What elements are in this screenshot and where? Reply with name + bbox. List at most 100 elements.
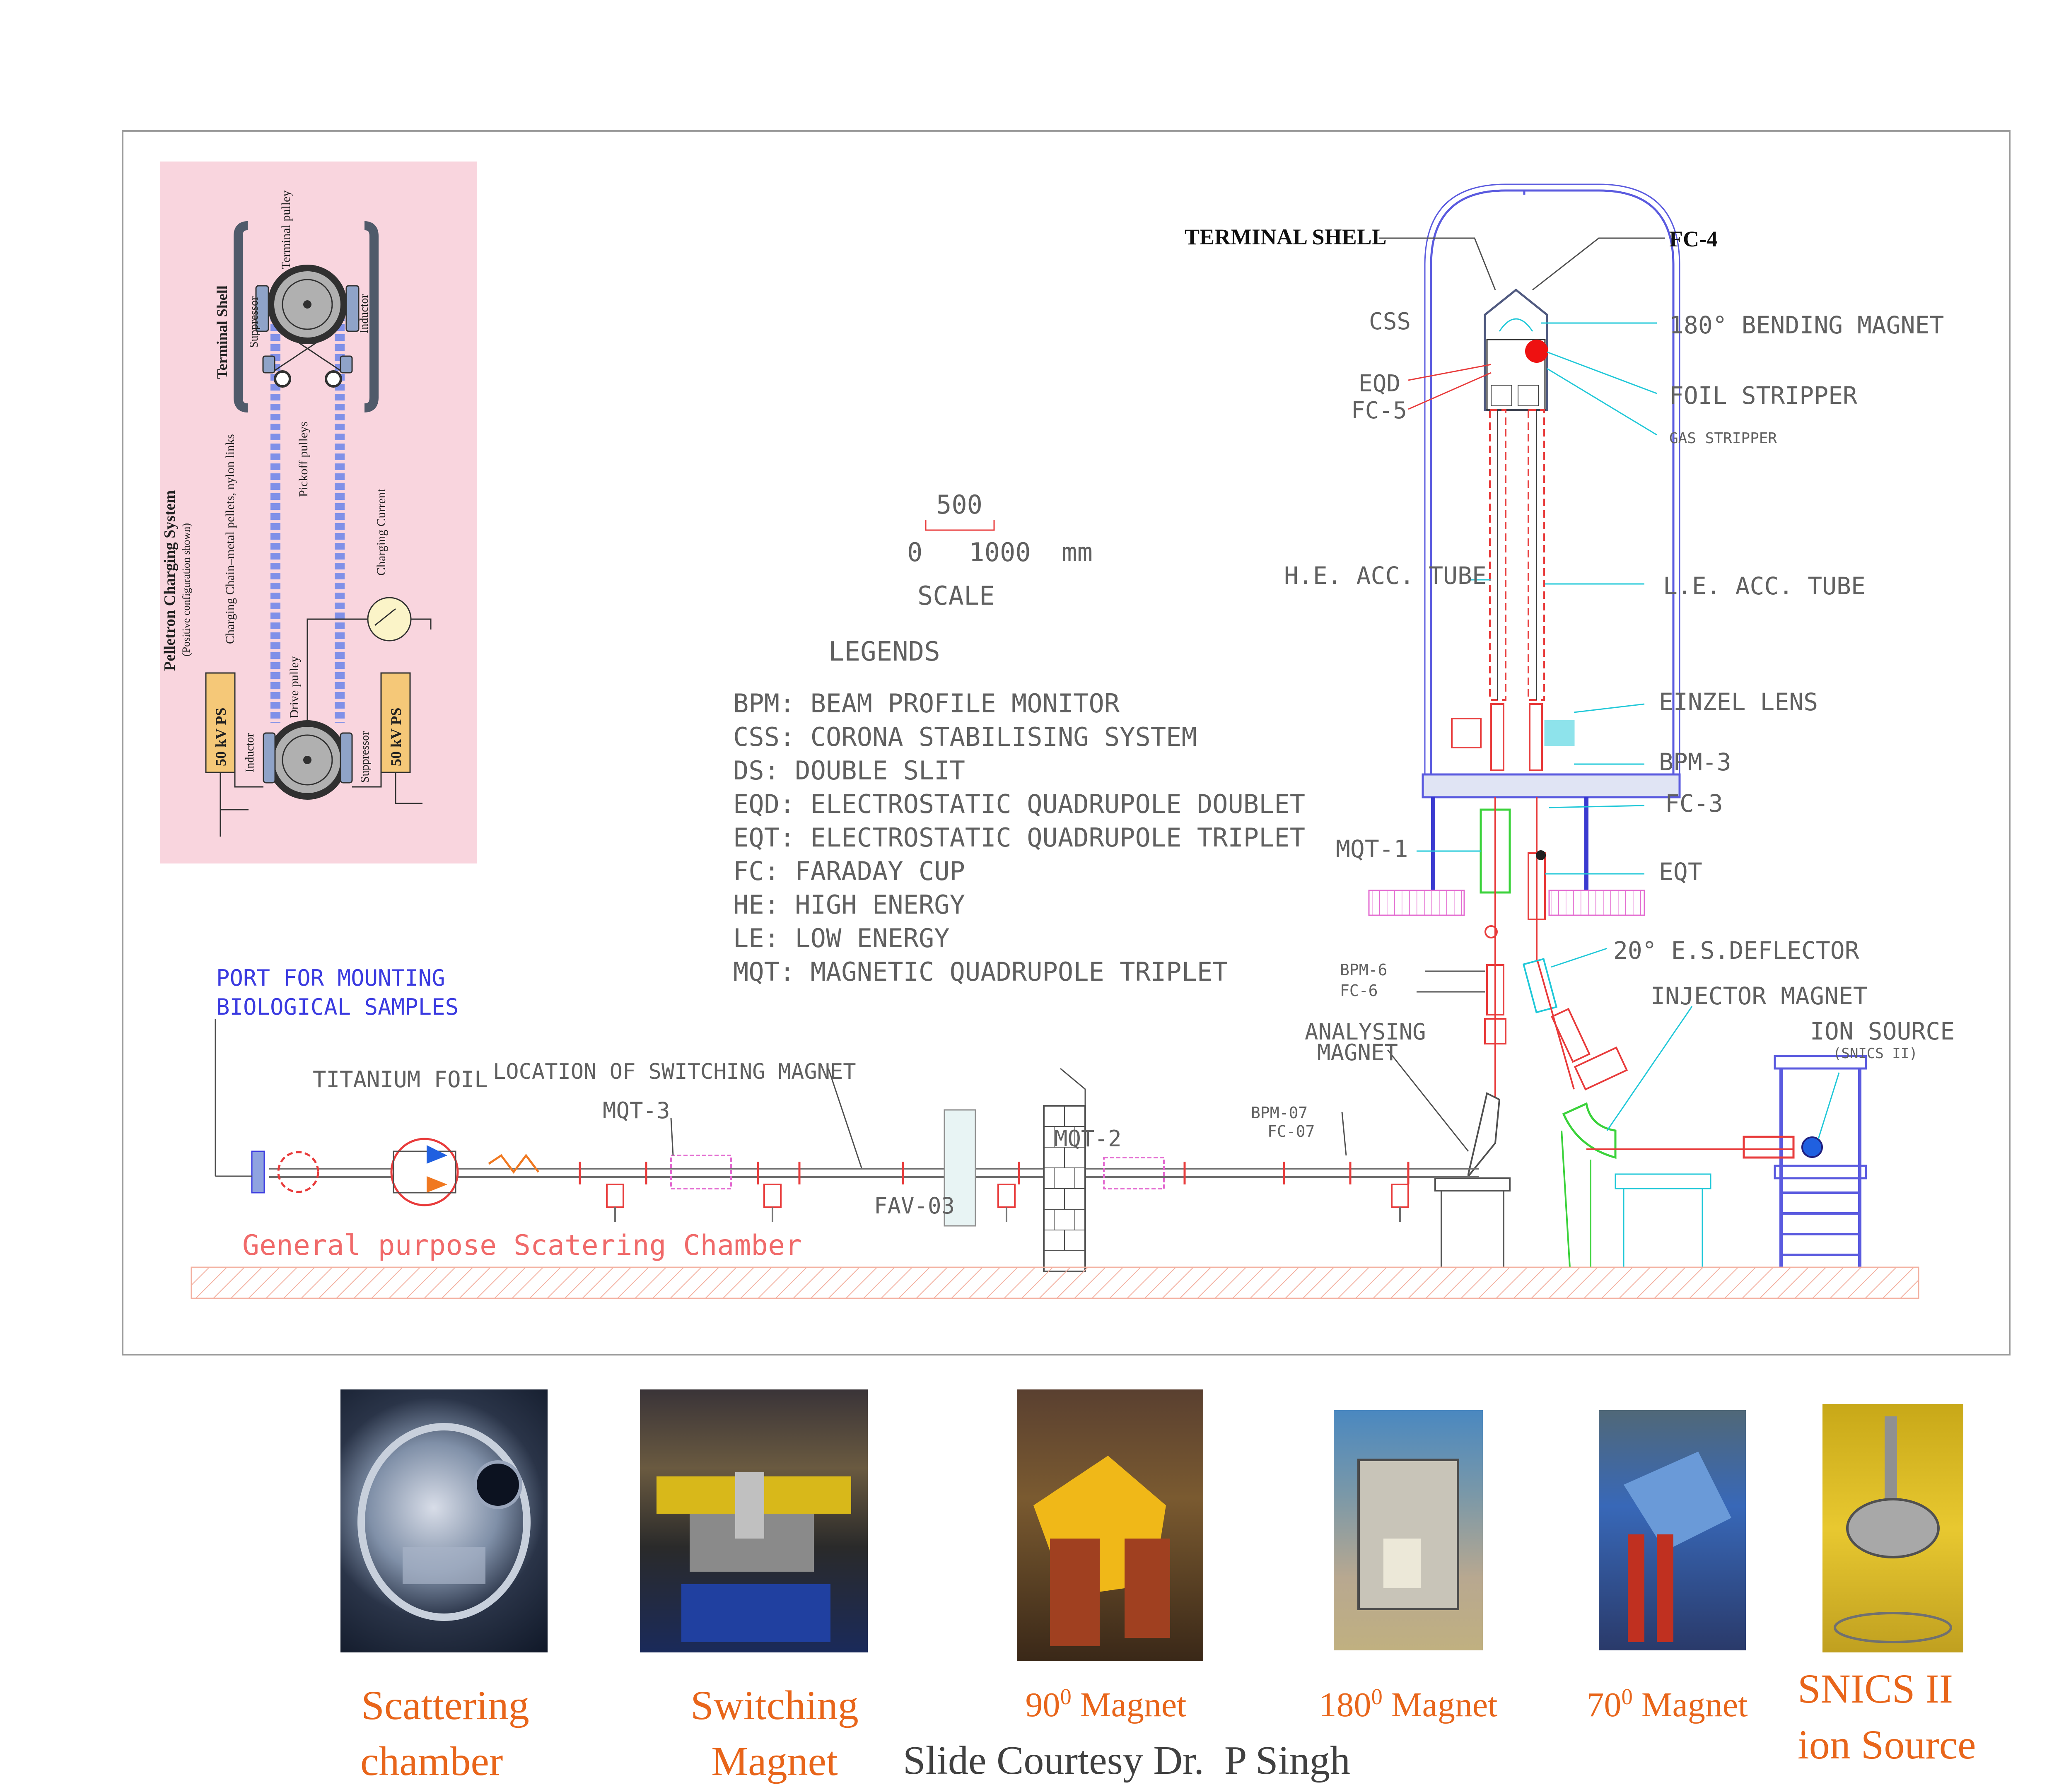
label-fc5: FC-5 xyxy=(1351,397,1407,424)
label-bpm3: BPM-3 xyxy=(1659,748,1731,776)
inset-inductor-bottom: Inductor xyxy=(244,733,256,772)
180-degree-magnet-photo xyxy=(1334,1410,1483,1650)
pelletron-inset: Pelletron Charging System (Positive conf… xyxy=(160,162,477,863)
caption-180-magnet: 1800 Magnet xyxy=(1305,1683,1512,1725)
caption-text: 70 xyxy=(1586,1686,1622,1724)
label-injector-magnet: INJECTOR MAGNET xyxy=(1651,982,1868,1010)
scattering-chamber-icon xyxy=(357,1423,531,1621)
caption-scattering-chamber: Scattering chamber xyxy=(327,1677,563,1789)
legend-item: LE: LOW ENERGY xyxy=(733,923,950,953)
label-mqt1: MQT-1 xyxy=(1336,835,1408,863)
mqt3-magnet-icon xyxy=(670,1155,732,1189)
legend-item: HE: HIGH ENERGY xyxy=(733,890,965,920)
scale-label: SCALE xyxy=(917,581,995,611)
slide-credit: Slide Courtesy Dr. P Singh xyxy=(903,1738,1350,1783)
caption-line-2: ion Source xyxy=(1798,1722,1976,1768)
caption-90-magnet: 900 Magnet xyxy=(1002,1683,1209,1725)
label-ion-source: ION SOURCE xyxy=(1810,1017,1955,1045)
label-analysing-magnet-1: ANALYSING xyxy=(1305,1019,1426,1045)
label-bpm07: BPM-07 xyxy=(1251,1104,1308,1122)
inset-charging-chain: Charging Chain–metal pellets, nylon link… xyxy=(223,434,237,644)
label-foil-stripper: FOIL STRIPPER xyxy=(1669,381,1857,410)
inset-terminal-shell: Terminal Shell xyxy=(214,285,230,379)
legend-item: FC: FARADAY CUP xyxy=(733,856,965,886)
legend-item: BPM: BEAM PROFILE MONITOR xyxy=(733,688,1120,719)
injector-magnet-icon xyxy=(1624,1452,1731,1642)
label-mqt2: MQT-2 xyxy=(1054,1126,1122,1152)
label-fc07: FC-07 xyxy=(1267,1122,1315,1141)
label-fc6: FC-6 xyxy=(1340,982,1378,1000)
scale-mid-value: 500 xyxy=(936,490,982,520)
mqt2-magnet-icon xyxy=(1103,1157,1165,1189)
caption-text: 90 xyxy=(1025,1686,1060,1724)
caption-text: Magnet xyxy=(1382,1686,1498,1724)
label-snics: (SNICS II) xyxy=(1833,1045,1918,1062)
terminal-magnet-icon xyxy=(1357,1459,1459,1610)
label-fc3: FC-3 xyxy=(1665,789,1723,818)
label-titanium-foil: TITANIUM FOIL xyxy=(313,1066,488,1093)
label-mqt3: MQT-3 xyxy=(603,1097,670,1124)
magnet-assembly-icon xyxy=(657,1472,851,1642)
caption-line-1: Scattering xyxy=(361,1682,529,1728)
legend-item: EQT: ELECTROSTATIC QUADRUPOLE TRIPLET xyxy=(733,822,1305,853)
label-he-tube: H.E. ACC. TUBE xyxy=(1284,562,1487,590)
caption-snics: SNICS II ion Source xyxy=(1798,1661,1996,1773)
scattering-chamber-icon xyxy=(390,1138,459,1206)
label-port: PORT FOR MOUNTING xyxy=(216,965,445,991)
ion-source-stand xyxy=(1743,1055,1867,1267)
pickoff-pulley-icon xyxy=(325,370,342,388)
ammeter-icon xyxy=(367,597,412,642)
label-le-tube: L.E. ACC. TUBE xyxy=(1663,572,1866,600)
inset-suppressor-bottom: Suppressor xyxy=(359,731,372,783)
scale-block: 500 0 1000 mm SCALE xyxy=(907,490,1093,611)
snics-ion-source-photo xyxy=(1822,1404,1963,1652)
beamline xyxy=(215,1019,1793,1272)
label-fc4: FC-4 xyxy=(1669,227,1718,251)
caption-line-2: chamber xyxy=(360,1738,503,1784)
caption-70-magnet: 700 Magnet xyxy=(1564,1683,1771,1725)
90-degree-magnet-photo xyxy=(1017,1389,1203,1661)
analysing-magnet-icon xyxy=(1468,1092,1501,1179)
label-es-deflector: 20° E.S.DEFLECTOR xyxy=(1613,936,1859,965)
diagram-frame xyxy=(122,130,2011,1355)
label-bpm6: BPM-6 xyxy=(1340,961,1387,979)
label-eqt: EQT xyxy=(1659,858,1702,886)
caption-switching-magnet: Switching Magnet xyxy=(690,1682,859,1784)
label-gas-stripper: GAS STRIPPER xyxy=(1669,430,1777,447)
floor-hatch xyxy=(191,1266,1919,1299)
legend-item: CSS: CORONA STABILISING SYSTEM xyxy=(733,722,1197,752)
legend-item: MQT: MAGNETIC QUADRUPOLE TRIPLET xyxy=(733,957,1228,987)
label-scattering-chamber: General purpose Scatering Chamber xyxy=(242,1229,802,1262)
injector-magnet-icon xyxy=(1562,1102,1617,1159)
legends-title: LEGENDS xyxy=(828,637,940,667)
inset-subtitle: (Positive configuration shown) xyxy=(180,523,192,656)
snics-source-icon xyxy=(1801,1136,1823,1158)
inset-drive-pulley: Drive pulley xyxy=(287,656,301,719)
label-port-2: BIOLOGICAL SAMPLES xyxy=(216,994,459,1020)
legend-item: DS: DOUBLE SLIT xyxy=(733,755,965,786)
ion-source-icon xyxy=(1834,1416,1952,1643)
inset-pickoff-pulleys: Pickoff pulleys xyxy=(297,422,310,497)
label-terminal-shell: TERMINAL SHELL xyxy=(1185,224,1387,249)
legend-item: EQD: ELECTROSTATIC QUADRUPOLE DOUBLET xyxy=(733,789,1305,819)
inset-terminal-pulley: Terminal pulley xyxy=(279,191,293,269)
inset-ps-right: 50 kV PS xyxy=(388,708,404,766)
caption-line-1: SNICS II xyxy=(1798,1666,1953,1712)
inset-charging-current: Charging Current xyxy=(374,488,388,576)
inset-inductor-top: Inductor xyxy=(358,294,371,333)
label-css: CSS xyxy=(1369,308,1411,335)
pelletron-tank xyxy=(1368,183,1867,1268)
70-degree-magnet-photo xyxy=(1599,1410,1746,1650)
pickoff-pulley-icon xyxy=(274,370,291,388)
label-eqd: EQD xyxy=(1359,370,1400,397)
scattering-chamber-photo xyxy=(340,1389,548,1652)
label-bending-magnet: 180° BENDING MAGNET xyxy=(1669,311,1944,339)
caption-superscript: 0 xyxy=(1621,1684,1633,1709)
caption-superscript: 0 xyxy=(1060,1684,1072,1709)
label-analysing-magnet-2: MAGNET xyxy=(1317,1040,1398,1066)
label-fav03: FAV-03 xyxy=(874,1193,955,1219)
caption-text: Magnet xyxy=(1071,1686,1187,1724)
dipole-magnet-icon xyxy=(1033,1456,1170,1646)
caption-text: 180 xyxy=(1319,1686,1371,1724)
